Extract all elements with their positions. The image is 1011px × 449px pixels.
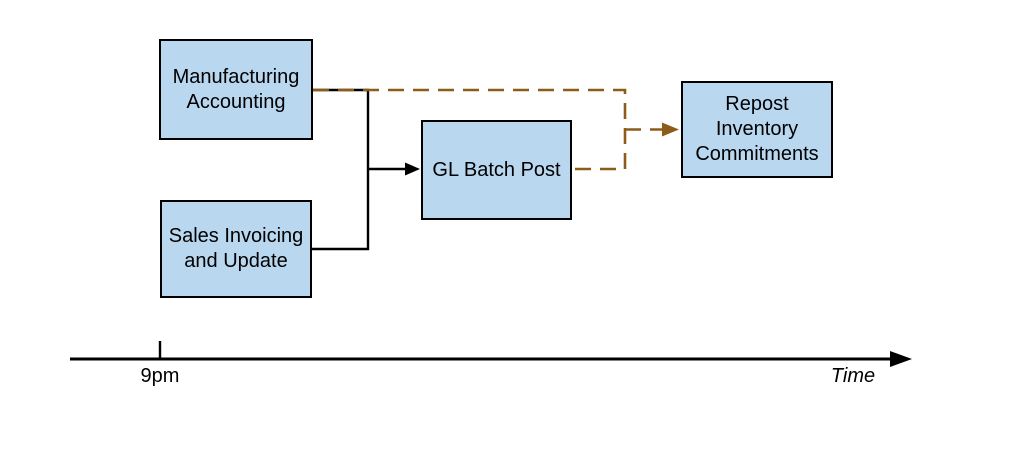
node-label: Manufacturing Accounting — [173, 65, 300, 115]
timeline-axis-label: Time — [830, 365, 876, 387]
node-label-line: Manufacturing — [172, 65, 300, 88]
dashed-arrowhead-icon — [662, 122, 679, 137]
node-label: Sales Invoicing and Update — [169, 224, 304, 274]
node-label-line: GL Batch Post — [432, 158, 561, 181]
node-label-line: and Update — [184, 250, 288, 272]
node-label-line: Commitments — [695, 143, 819, 165]
timeline-tick-label: 9pm — [140, 365, 180, 387]
solid-arrowhead-icon — [405, 162, 420, 176]
node-sales-invoicing-and-update: Sales Invoicing and Update — [160, 200, 312, 298]
node-label: GL Batch Post — [432, 158, 560, 183]
node-label-line: Sales Invoicing — [168, 225, 304, 247]
node-label: Repost Inventory Commitments — [695, 92, 818, 167]
node-label-line: Accounting — [186, 90, 286, 113]
node-label-line: Repost — [725, 93, 789, 115]
node-gl-batch-post: GL Batch Post — [421, 120, 572, 220]
node-manufacturing-accounting: Manufacturing Accounting — [159, 39, 313, 140]
node-label-line: Inventory — [715, 118, 799, 140]
timeline-arrowhead-icon — [890, 351, 912, 367]
node-repost-inventory-commitments: Repost Inventory Commitments — [681, 81, 833, 178]
connector-solid-merge — [312, 88, 370, 251]
